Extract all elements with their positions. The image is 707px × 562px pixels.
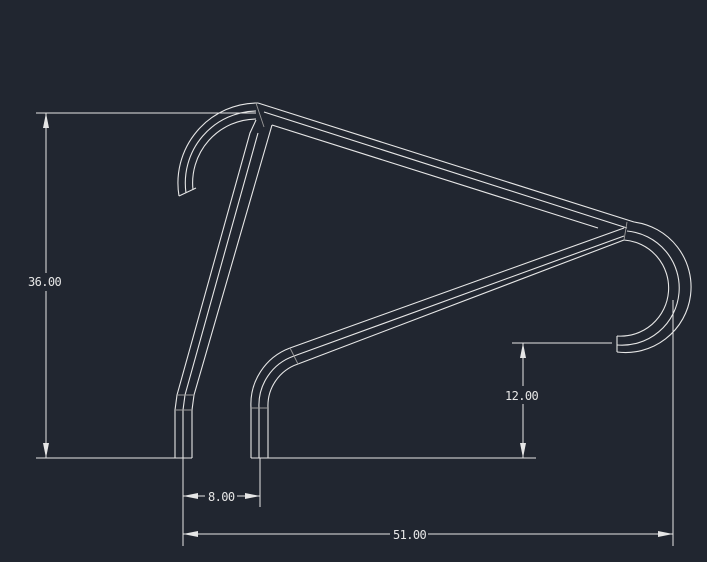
left-leg-outer [174, 119, 257, 458]
right-leg-inner [267, 363, 299, 458]
top-rail-inner [271, 124, 599, 229]
arrow-up [520, 343, 526, 358]
arrow-right [658, 531, 673, 537]
right-leg-outer [250, 347, 291, 458]
dimension-height-overall: 36.00 [26, 112, 256, 459]
top-rail-outer [257, 102, 635, 223]
left-leg-mid [182, 132, 259, 458]
arrow-down [520, 443, 526, 458]
lower-rail-mid [293, 235, 625, 357]
arrow-left [183, 531, 198, 537]
top-hook-inner [192, 118, 257, 191]
dimension-label-36: 36.00 [28, 275, 61, 289]
arrow-up [43, 113, 49, 128]
right-hook-outer [616, 221, 692, 354]
dimension-leg-spacing: 8.00 [182, 458, 261, 507]
top-rail-mid [263, 111, 628, 229]
handrail-outline [174, 102, 692, 459]
top-hook-mid [184, 110, 257, 194]
top-hook-outer [177, 102, 259, 197]
lower-rail-outer [289, 227, 625, 349]
dimension-label-51: 51.00 [393, 528, 426, 542]
top-hook-end [178, 187, 197, 197]
dimension-label-8: 8.00 [208, 490, 235, 504]
arrow-right [245, 493, 260, 499]
right-hook-inner [616, 239, 670, 337]
right-hook-mid [616, 230, 680, 346]
arrow-left [183, 493, 198, 499]
arrow-down [43, 443, 49, 458]
joint-lower-bend [289, 347, 299, 365]
lower-rail-inner [297, 239, 625, 365]
right-leg-mid [258, 355, 295, 458]
dimension-label-12: 12.00 [505, 389, 538, 403]
joint-top-left [255, 102, 265, 128]
dimension-overall-width: 51.00 [182, 300, 674, 546]
left-leg-inner [191, 124, 273, 458]
joint-top-right [623, 221, 628, 241]
dimension-height-end: 12.00 [268, 342, 612, 459]
